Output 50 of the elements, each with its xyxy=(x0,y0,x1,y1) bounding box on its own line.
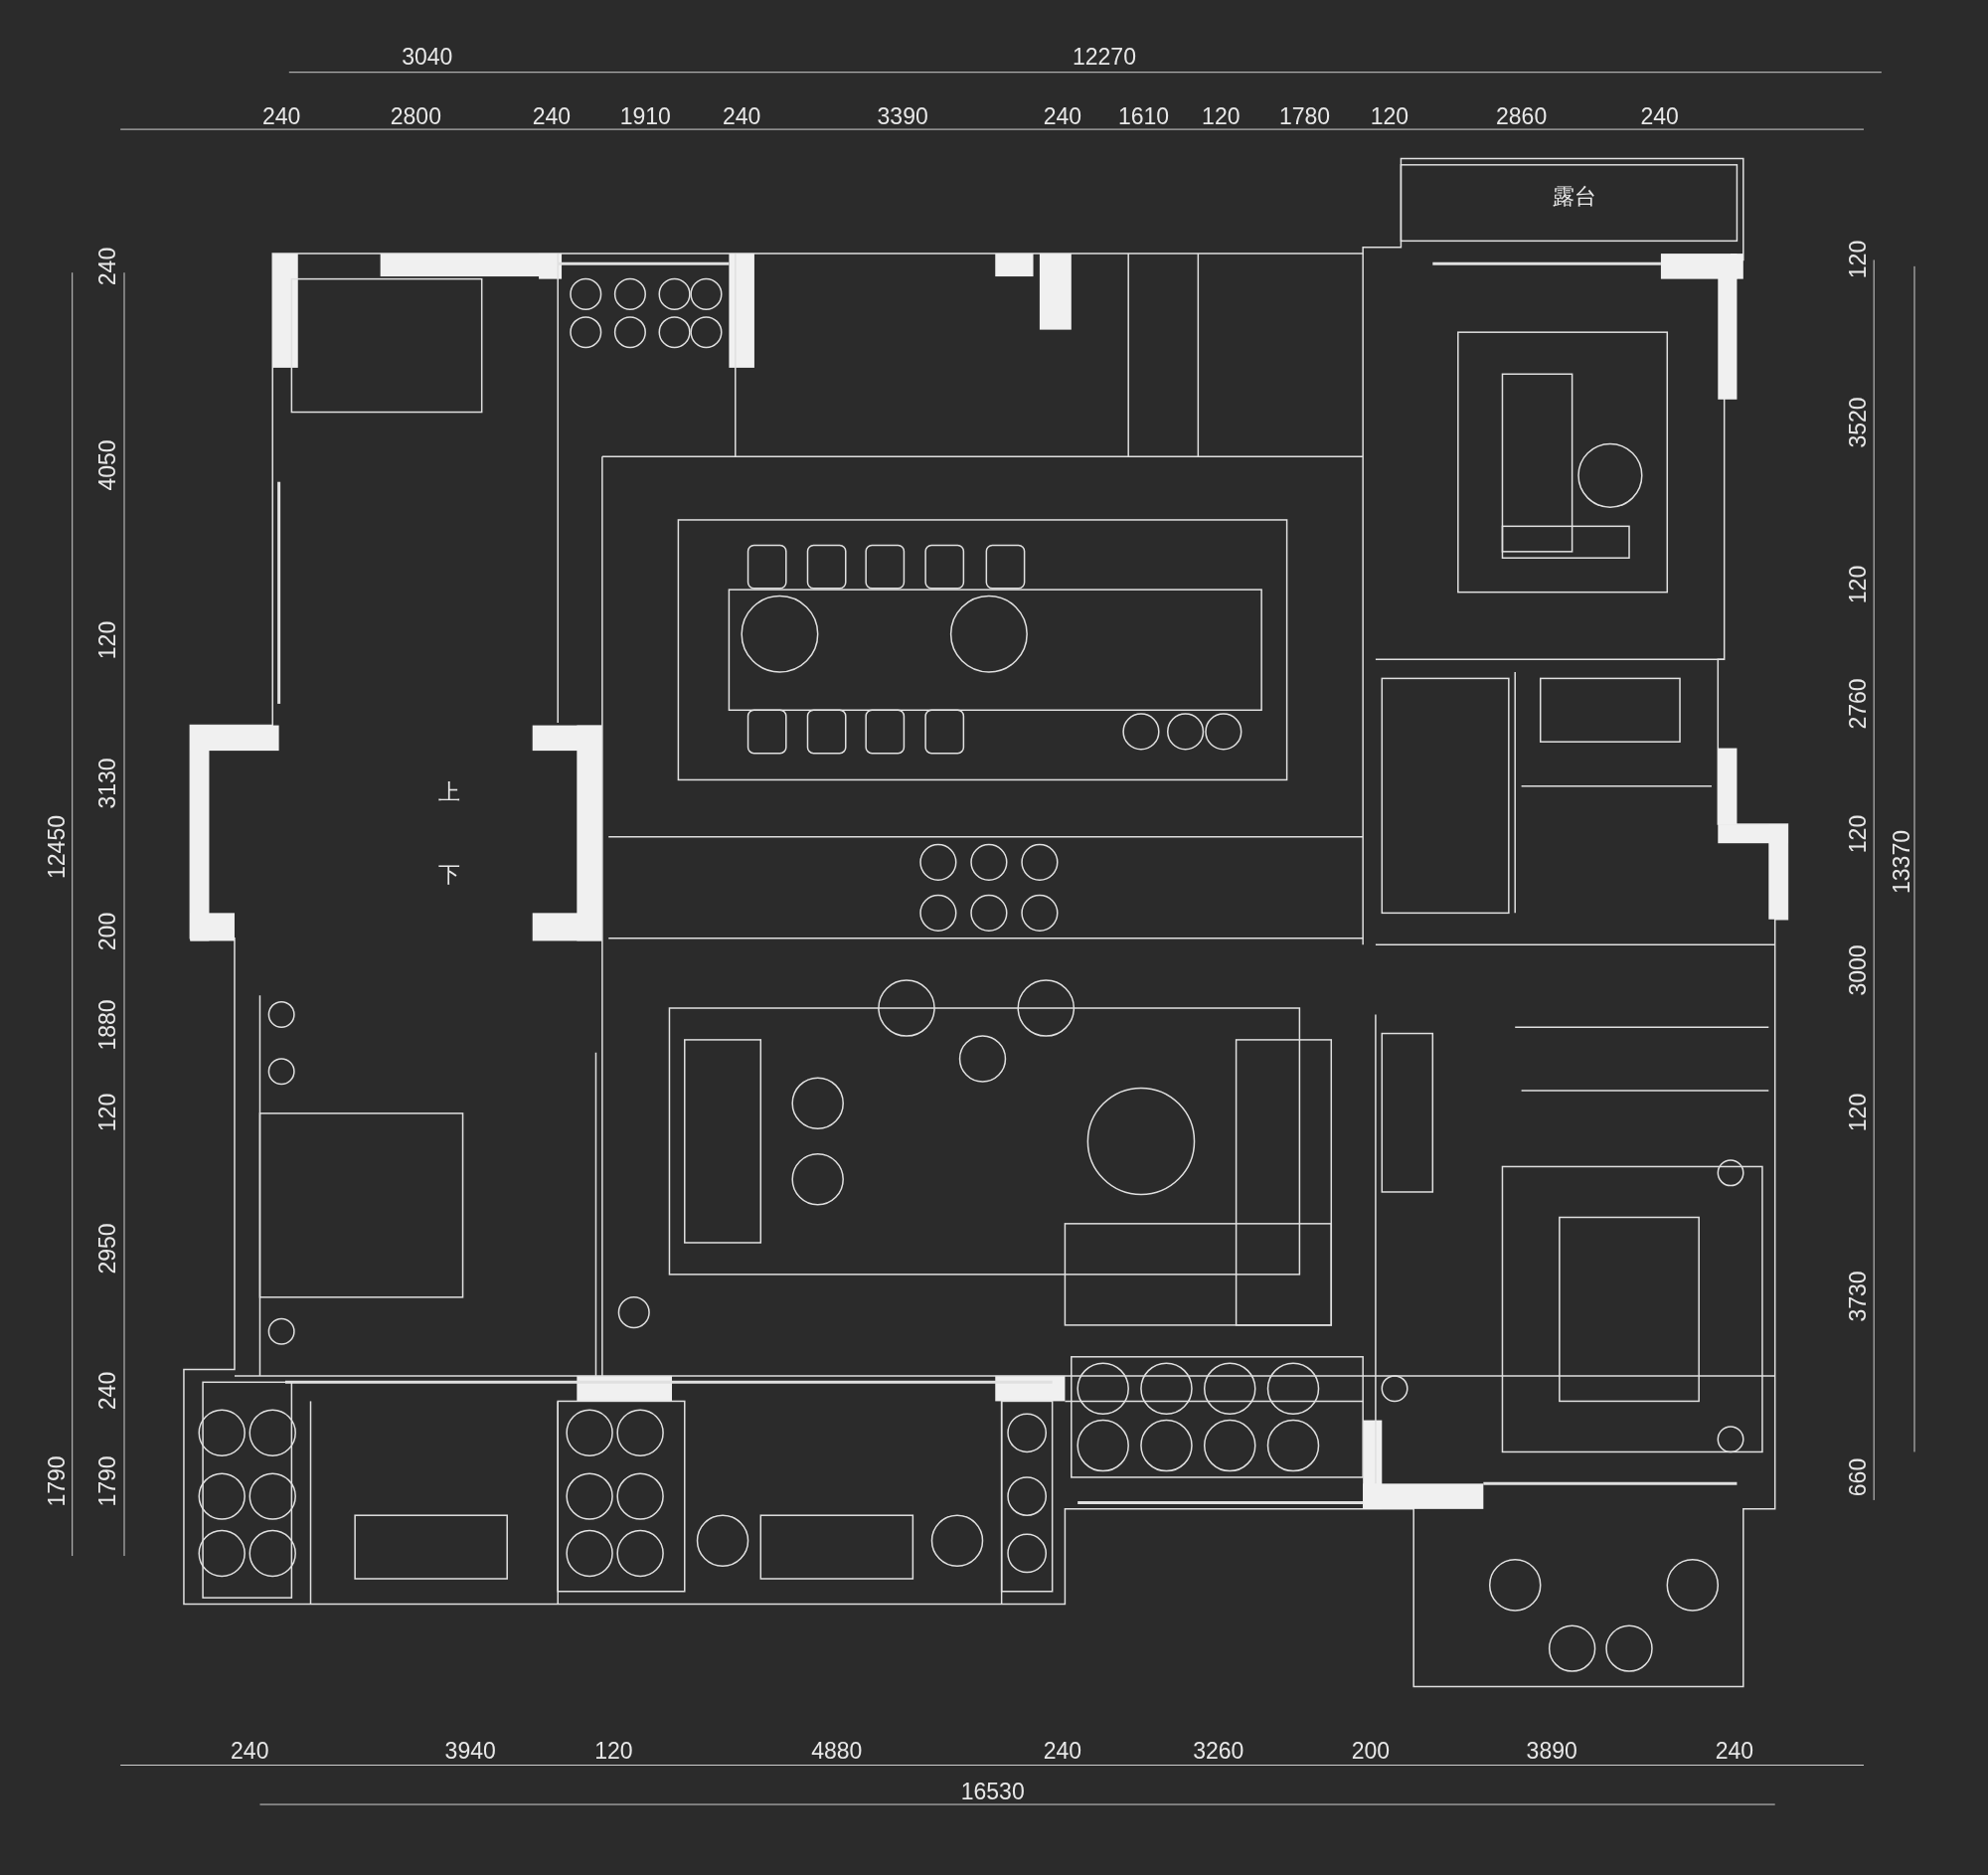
dimension-value: 240 xyxy=(532,104,571,128)
dimension-value: 12450 xyxy=(45,815,69,879)
room-label: 露台 xyxy=(1553,185,1597,208)
dimension-value: 2860 xyxy=(1496,104,1548,128)
dimension-value: 3940 xyxy=(444,1739,496,1763)
dimension-value: 120 xyxy=(1846,241,1870,279)
dimension-value: 2950 xyxy=(95,1223,119,1275)
dimension-value: 120 xyxy=(594,1739,633,1763)
dimension-value: 4050 xyxy=(95,439,119,491)
dimension-value: 240 xyxy=(1715,1739,1754,1763)
dimension-value: 13370 xyxy=(1890,830,1913,895)
dimension-value: 1610 xyxy=(1117,104,1170,128)
dimension-value: 240 xyxy=(231,1739,269,1763)
dimension-value: 3040 xyxy=(402,45,453,69)
dimension-value: 240 xyxy=(95,1372,119,1411)
dimension-value: 200 xyxy=(1351,1739,1390,1763)
dimension-value: 1910 xyxy=(619,104,671,128)
dimension-value: 120 xyxy=(1846,1093,1870,1131)
dimension-value: 1880 xyxy=(95,999,119,1051)
dimension-value: 240 xyxy=(1043,104,1082,128)
dimension-value: 120 xyxy=(95,1093,119,1131)
dimension-value: 12270 xyxy=(1072,45,1136,69)
dimension-value: 200 xyxy=(95,913,119,951)
dimension-value: 3130 xyxy=(95,758,119,809)
room-label: 上 xyxy=(437,781,460,804)
room-label: 下 xyxy=(437,864,460,887)
dimension-value: 660 xyxy=(1846,1457,1870,1497)
dimension-value: 120 xyxy=(1202,104,1241,128)
dimension-value: 3730 xyxy=(1846,1270,1870,1322)
dimension-value: 240 xyxy=(722,104,761,128)
dimension-value: 3000 xyxy=(1846,944,1870,996)
dimension-value: 240 xyxy=(261,104,301,128)
dimension-value: 16530 xyxy=(960,1780,1025,1803)
dimension-value: 3890 xyxy=(1526,1739,1577,1763)
dimension-value: 120 xyxy=(1370,104,1409,128)
dimension-value: 3390 xyxy=(877,104,928,128)
dimension-value: 3260 xyxy=(1193,1739,1244,1763)
dimension-value: 2800 xyxy=(390,104,441,128)
dimension-value: 1790 xyxy=(95,1455,119,1507)
dimension-value: 240 xyxy=(95,247,119,286)
dimension-value: 120 xyxy=(95,620,119,660)
dimension-value: 3520 xyxy=(1846,397,1870,448)
dimension-value: 120 xyxy=(1846,815,1870,854)
dimension-value: 1780 xyxy=(1278,104,1331,128)
dimension-value: 2760 xyxy=(1846,678,1870,730)
dimension-value: 240 xyxy=(1640,104,1679,128)
dimension-value: 120 xyxy=(1846,565,1870,604)
dimension-value: 4880 xyxy=(811,1739,863,1763)
dimension-value: 1790 xyxy=(45,1455,69,1507)
dimension-value: 240 xyxy=(1043,1739,1082,1763)
